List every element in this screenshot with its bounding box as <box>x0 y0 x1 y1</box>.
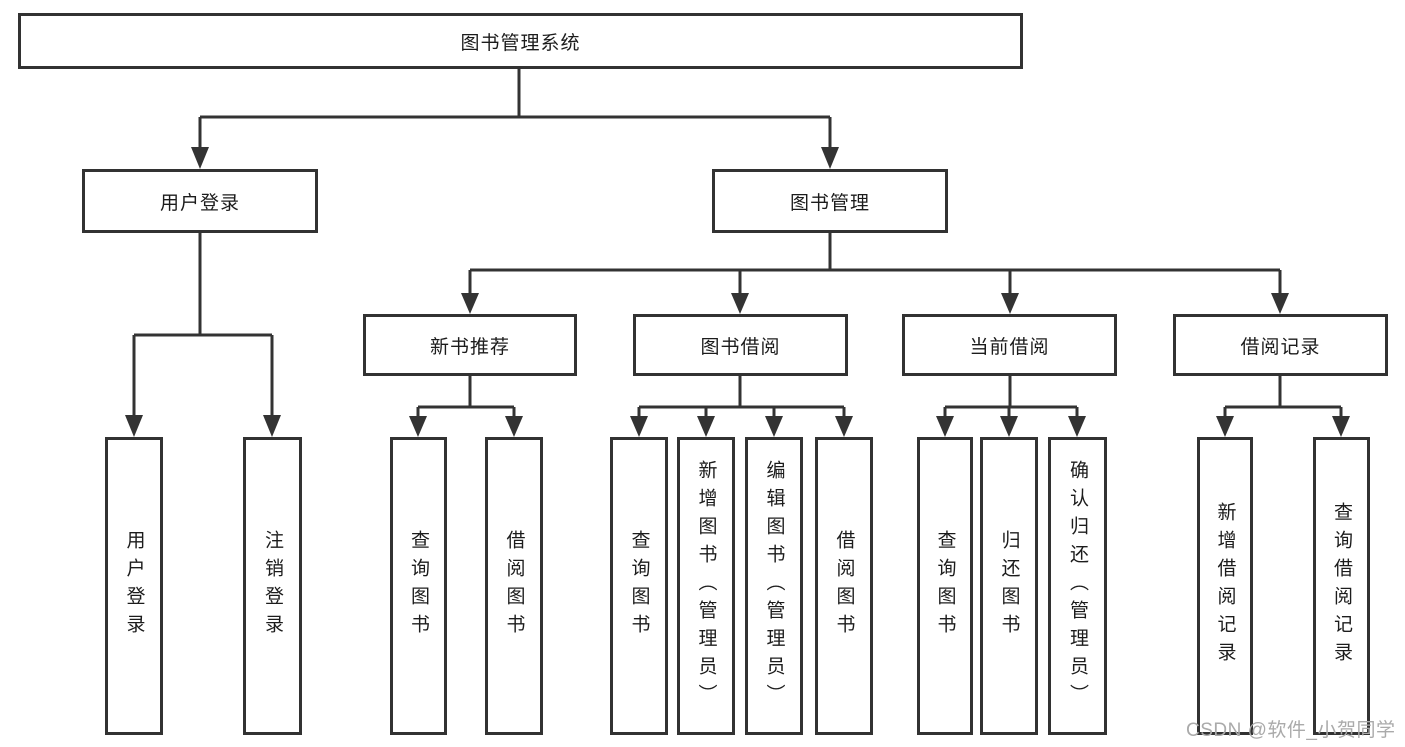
leaf-user-login: 用户登录 <box>105 437 163 735</box>
leaf-borrow-book-2: 借阅图书 <box>815 437 873 735</box>
leaf-add-borrow-record: 新增借阅记录 <box>1197 437 1253 735</box>
leaf-edit-book-admin-label: 编辑图书（管理员） <box>763 460 785 712</box>
connector-user-login-children <box>125 233 281 437</box>
leaf-borrow-book-1: 借阅图书 <box>485 437 543 735</box>
leaf-add-book-admin-label: 新增图书（管理员） <box>695 460 717 712</box>
node-borrow-records-label: 借阅记录 <box>1240 336 1321 358</box>
node-book-borrow: 图书借阅 <box>633 314 848 376</box>
connector-book-borrow-children <box>630 376 853 437</box>
leaf-logout-label: 注销登录 <box>262 530 283 642</box>
leaf-query-book-3-label: 查询图书 <box>934 530 956 642</box>
node-root-label: 图书管理系统 <box>460 32 581 54</box>
leaf-edit-book-admin: 编辑图书（管理员） <box>745 437 803 735</box>
leaf-query-borrow-record-label: 查询借阅记录 <box>1331 502 1352 670</box>
leaf-logout: 注销登录 <box>243 437 302 735</box>
node-new-book-recommend-label: 新书推荐 <box>429 336 510 358</box>
leaf-add-borrow-record-label: 新增借阅记录 <box>1214 502 1236 670</box>
leaf-query-book-1: 查询图书 <box>390 437 447 735</box>
leaf-borrow-book-2-label: 借阅图书 <box>833 530 855 642</box>
node-current-borrow-label: 当前借阅 <box>969 336 1050 358</box>
node-user-login-label: 用户登录 <box>159 192 240 214</box>
leaf-confirm-return-admin-label: 确认归还（管理员） <box>1067 460 1088 712</box>
node-book-management: 图书管理 <box>712 169 948 233</box>
node-borrow-records: 借阅记录 <box>1173 314 1388 376</box>
leaf-query-book-2-label: 查询图书 <box>628 530 650 642</box>
leaf-query-borrow-record: 查询借阅记录 <box>1313 437 1370 735</box>
connector-new-book-recommend-children <box>409 376 523 437</box>
csdn-watermark: CSDN @软件_小贺同学 <box>1186 720 1396 741</box>
leaf-add-book-admin: 新增图书（管理员） <box>677 437 735 735</box>
leaf-return-book-label: 归还图书 <box>998 530 1020 642</box>
node-new-book-recommend: 新书推荐 <box>363 314 577 376</box>
leaf-confirm-return-admin: 确认归还（管理员） <box>1048 437 1107 735</box>
node-root-system: 图书管理系统 <box>18 13 1023 69</box>
leaf-user-login-label: 用户登录 <box>123 530 145 642</box>
leaf-return-book: 归还图书 <box>980 437 1038 735</box>
leaf-borrow-book-1-label: 借阅图书 <box>503 530 525 642</box>
connector-book-management-children <box>461 233 1289 314</box>
node-user-login: 用户登录 <box>82 169 318 233</box>
leaf-query-book-1-label: 查询图书 <box>408 530 429 642</box>
node-current-borrow: 当前借阅 <box>902 314 1117 376</box>
node-book-management-label: 图书管理 <box>789 192 870 214</box>
connector-borrow-records-children <box>1216 376 1350 437</box>
leaf-query-book-3: 查询图书 <box>917 437 973 735</box>
node-book-borrow-label: 图书借阅 <box>700 336 781 358</box>
leaf-query-book-2: 查询图书 <box>610 437 668 735</box>
connector-current-borrow-children <box>936 376 1086 437</box>
connector-root-to-level2 <box>191 69 839 169</box>
